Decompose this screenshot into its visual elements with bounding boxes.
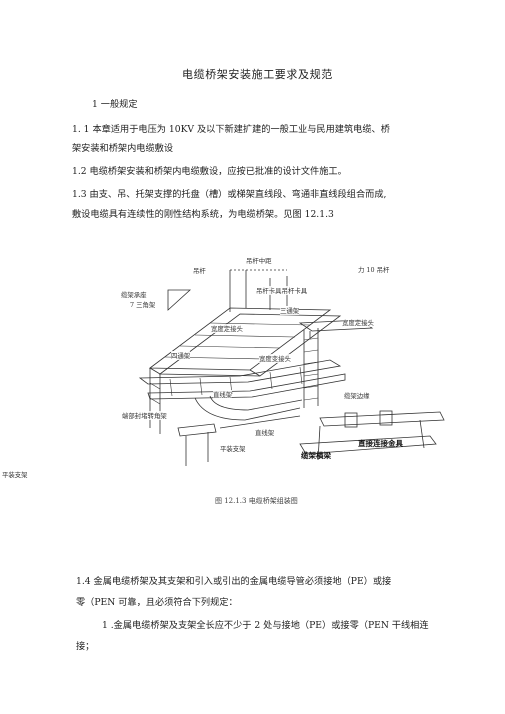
label-force-hanger: 力 10 吊杆 [358,265,390,274]
label-straight-1: 直线架 [213,390,233,399]
label-tray-support: 缆架承座 [121,290,147,299]
paragraph-5-line-1: 1 .金属电缆桥架及支架全长应不少于 2 处与接地（PE）或接零（PEN 干线相… [102,620,429,631]
cable-tray-drawing [138,269,445,466]
label-hanger-spacing: 吊杆中距 [246,256,272,265]
paragraph-3-line-1: 1.3 由支、吊、托架支撑的托盘（槽）或梯架直线段、弯通非直线段组合而成, [72,189,387,200]
connector-detail [299,410,445,461]
cable-tray-figure: 吊杆中距 吊杆 力 10 吊杆 缆架承座 7 三角架 吊杆卡具吊杆卡具 三通架 … [0,248,505,479]
label-width-joint-top: 宽度定接头 [211,324,243,333]
section-heading: 1 一般规定 [92,99,138,110]
label-cross: 四通架 [171,351,191,360]
page-title: 电缆桥架安装施工要求及规范 [182,68,333,81]
paragraph-1-line-1: 1. 1 本章适用于电压为 10KV 及以下新建扩建的一般工业与民用建筑电缆、桥 [72,124,390,135]
label-clamp: 吊杆卡具吊杆卡具 [256,286,308,295]
label-tray-edge: 缆架边缘 [344,391,370,400]
label-width-joint-right: 宽度定接头 [342,318,374,327]
label-straight-2: 直线架 [255,428,275,437]
paragraph-5-line-2: 接； [76,641,95,652]
triangle-bracket [167,289,192,311]
elbow-tray [194,395,303,429]
label-hanger: 吊杆 [193,266,206,275]
flat-bracket-tray [177,423,217,466]
label-end-cap: 端部封堵转角架 [122,411,167,420]
figure-caption: 图 12.1.3 电缆桥架组装图 [215,497,298,505]
paragraph-2: 1.2 电缆桥架安装和桥架内电缆敷设，应按已批准的设计文件施工。 [72,166,347,177]
label-triangle-bracket: 7 三角架 [130,300,156,309]
label-flat-bracket: 平装支架 [220,444,246,453]
paragraph-3-line-2: 敷设电缆具有连续性的刚性结构系统，为电缆桥架。见图 12.1.3 [72,209,334,220]
vertical-ladder [303,328,319,408]
label-flat-bracket-left: 平装支架 [2,470,28,479]
paragraph-4-line-1: 1.4 金属电缆桥架及其支架和引入或引出的金属电缆导管必须接地（PE）或接 [76,576,392,587]
right-branch-tray [298,319,374,338]
paragraph-4-line-2: 零（PEN 可靠，且必须符合下列规定： [76,597,238,608]
label-tray-ladder: 缆架横梁 [301,451,331,460]
label-tee: 三通架 [280,306,300,315]
label-width-change: 宽度变接头 [259,354,291,363]
main-ladder-tray [148,307,342,377]
paragraph-1-line-2: 架安装和桥架内电缆敷设 [72,143,174,154]
label-straight-connector: 直接连接金具 [358,439,403,448]
